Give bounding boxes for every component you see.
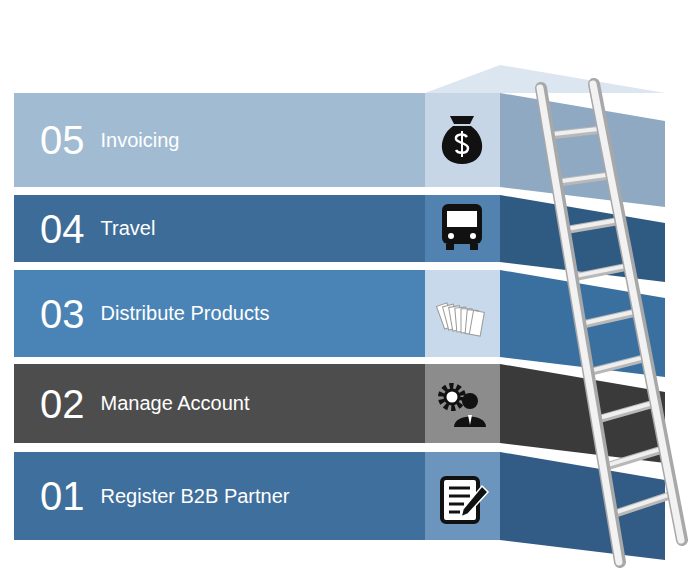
step-number: 02 [40,384,85,424]
block-front [425,270,500,357]
step-label: Invoicing [101,129,180,152]
step-number: 04 [40,209,85,249]
block-side [500,364,665,463]
step-label: Register B2B Partner [101,485,290,508]
block-front [425,452,500,540]
step-band: 02 Manage Account [14,364,425,443]
block-front [425,93,500,187]
block-front [425,195,500,262]
money-bag-icon [442,116,482,164]
cards-icon [437,303,485,336]
step-number: 01 [40,476,85,516]
step-label: Travel [101,217,156,240]
step-number: 05 [40,120,85,160]
block-side [500,93,665,207]
step-band: 03 Distribute Products [14,270,425,357]
bus-icon [442,204,482,250]
step-label: Manage Account [101,392,250,415]
ladder [540,84,682,562]
account-icon [441,386,486,427]
step-number: 03 [40,294,85,334]
block-side [500,195,665,282]
step-label: Distribute Products [101,302,270,325]
step-band: 05 Invoicing [14,93,425,187]
block-front [425,364,500,443]
form-icon [442,478,488,522]
step-band: 01 Register B2B Partner [14,452,425,540]
step-band: 04 Travel [14,195,425,262]
